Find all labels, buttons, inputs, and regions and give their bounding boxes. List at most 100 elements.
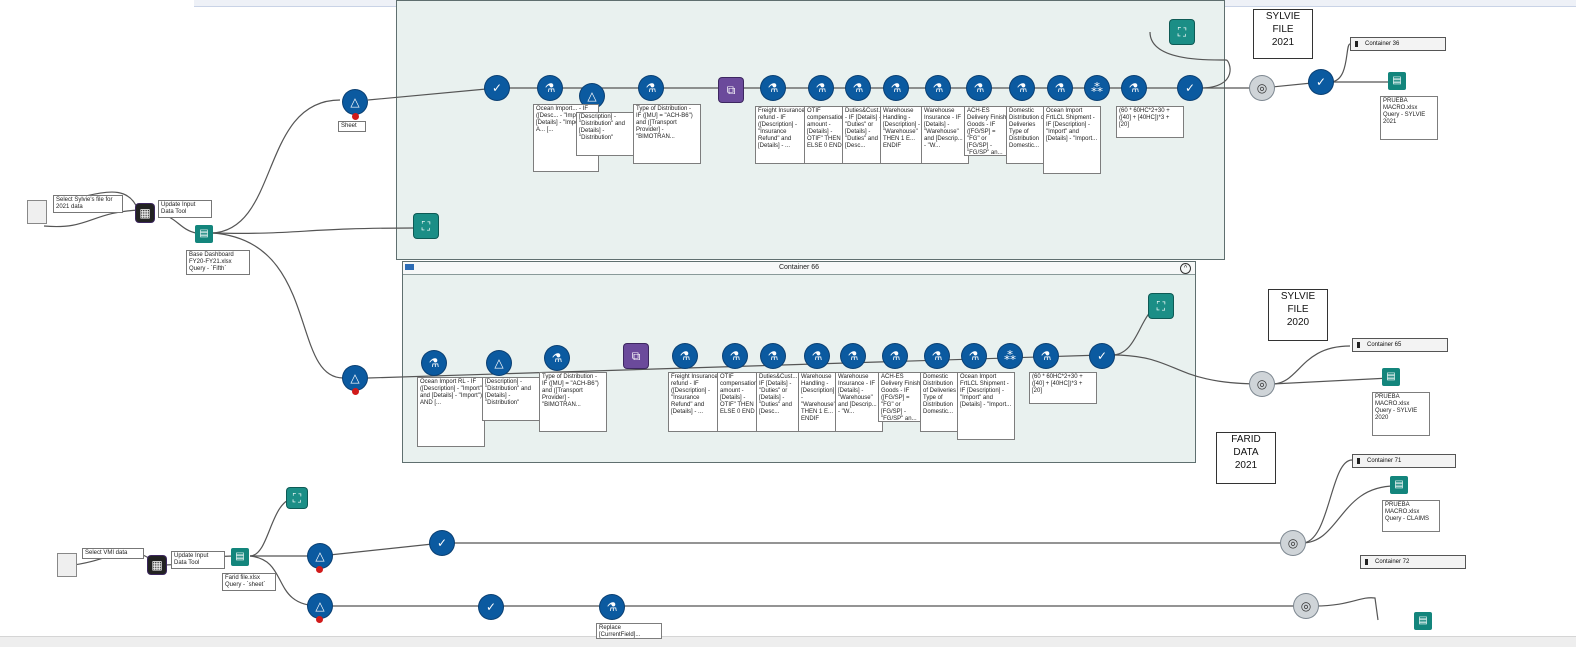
input-data-tool-sylvie[interactable] [27, 200, 47, 224]
union-tool-bottom-2[interactable]: ◎ [1294, 594, 1318, 618]
collapse-icon[interactable] [405, 264, 414, 270]
filter-tool-bottom-2[interactable]: △ [308, 594, 332, 618]
select-tool-bottom-2[interactable]: ✓ [479, 595, 503, 619]
output-tool-icon-4[interactable]: ▤ [1414, 612, 1432, 630]
output-tool-icon-3[interactable]: ▤ [1390, 476, 1408, 494]
container-66-title: Container 66 [778, 264, 820, 271]
annotation-top-9: ACH-ES Delivery Finish Goods - IF ([FG/S… [964, 106, 1012, 156]
annotation-mid-5: OTIF compensation amount - [Details] - O… [717, 372, 761, 432]
union-tool-top[interactable]: ◎ [1250, 76, 1274, 100]
formula-tool-top-10[interactable]: ⚗ [1048, 76, 1072, 100]
union-tool-mid[interactable]: ◎ [1250, 372, 1274, 396]
annotation-mid-3: Type of Distribution - IF ([MU] = "ACH-B… [539, 372, 607, 432]
container-66[interactable]: Container 66 ^ [402, 261, 1196, 463]
formula-tool-mid-8[interactable]: ⚗ [883, 344, 907, 368]
macro-update-input-icon-2[interactable]: ▦ [148, 556, 166, 574]
textbox-farid-2021: FARID DATA 2021 [1216, 432, 1276, 484]
annotation-mid-10: Domestic Distribution of Deliveries Type… [920, 372, 962, 432]
formula-tool-top-8[interactable]: ⚗ [967, 76, 991, 100]
error-indicator-icon [352, 388, 359, 395]
container-72-mini[interactable]: Container 72 [1360, 555, 1466, 569]
formula-tool-top-3[interactable]: ⚗ [761, 76, 785, 100]
container-toggle-icon[interactable]: ^ [1180, 263, 1191, 274]
output-tool-icon-1[interactable]: ▤ [1388, 72, 1406, 90]
formula-tool-mid-4[interactable]: ⚗ [723, 344, 747, 368]
formula-tool-mid-2[interactable]: ⚗ [545, 346, 569, 370]
label-select-sylvie: Select Sylvie's file for 2021 data [53, 195, 123, 213]
macro-update-input-icon-1[interactable]: ▦ [136, 204, 154, 222]
browse-tool-binoculars-icon[interactable]: ⛶ [414, 214, 438, 238]
select-tool-top[interactable]: ✓ [485, 76, 509, 100]
filter-tool-top[interactable]: △ [343, 90, 367, 114]
annotation-top-12: (60 * 60HC*2+30 + ([40] + [40HC])*3 + [2… [1116, 106, 1184, 138]
formula-tool-mid-9[interactable]: ⚗ [925, 344, 949, 368]
filter-tool-mid-2[interactable]: △ [487, 351, 511, 375]
annotation-mid-6: Duties&Cust... - IF [Details] - "Duties"… [756, 372, 804, 432]
union-tool-bottom-1[interactable]: ◎ [1281, 531, 1305, 555]
annotation-top-8: Warehouse Insurance - IF [Details] - "Wa… [921, 106, 969, 164]
label-select-vmi: Select VMI data [82, 548, 144, 559]
formula-tool-mid-3[interactable]: ⚗ [673, 344, 697, 368]
formula-tool-top-1[interactable]: ⚗ [538, 76, 562, 100]
annotation-mid-4: Freight Insurance refund - IF ([Descript… [668, 372, 722, 432]
annotation-top-11: Ocean Import FrtLCL Shipment - IF [Descr… [1043, 106, 1101, 174]
annotation-mid-12: (60 * 60HC*2+30 + ([40] + [40HC])*3 + [2… [1029, 372, 1097, 404]
annotation-mid-9: ACH-ES Delivery Finish Goods - IF ([FG/S… [878, 372, 926, 422]
label-update-input-1: Update Input Data Tool [158, 200, 212, 218]
filter-tool-bottom-1[interactable]: △ [308, 544, 332, 568]
label-update-input-2: Update Input Data Tool [171, 551, 225, 569]
browse-tool-binoculars-icon[interactable]: ⛶ [287, 488, 307, 508]
input-data-tool-vmi[interactable] [57, 553, 77, 577]
annotation-replace: Replace [CurrentField]... [596, 623, 662, 639]
formula-tool-mid-5[interactable]: ⚗ [761, 344, 785, 368]
output-label-2: PRUEBA MACRO.xlsx Query - SYLVIE 2020 [1372, 392, 1430, 436]
formula-tool-top-9[interactable]: ⚗ [1010, 76, 1034, 100]
formula-tool-mid-6[interactable]: ⚗ [805, 344, 829, 368]
formula-tool-top-4[interactable]: ⚗ [809, 76, 833, 100]
canvas-bottom-scrollbar[interactable] [0, 636, 1576, 647]
formula-tool-top-11[interactable]: ⚗ [1122, 76, 1146, 100]
formula-tool-top-7[interactable]: ⚗ [926, 76, 950, 100]
container-36-mini[interactable]: Container 36 [1350, 37, 1446, 51]
annotation-top-4: Freight Insurance refund - IF ([Descript… [755, 106, 809, 164]
formula-tool-top-5[interactable]: ⚗ [846, 76, 870, 100]
select-tool-mid[interactable]: ✓ [1090, 344, 1114, 368]
formula-tool-mid-11[interactable]: ⚗ [1034, 344, 1058, 368]
annotation-mid-8: Warehouse Insurance - IF [Details] - "Wa… [835, 372, 883, 432]
textbox-sylvie-2020: SYLVIE FILE 2020 [1268, 289, 1328, 341]
formula-tool-mid-10[interactable]: ⚗ [962, 344, 986, 368]
label-base-dashboard: Base Dashboard FY20-FY21.xlsx Query - `F… [186, 250, 250, 275]
label-farid-file: Farid file.xlsx Query - `sheet` [222, 573, 276, 591]
select-tool-bottom-1[interactable]: ✓ [430, 531, 454, 555]
annotation-top-6: Duties&Cust... - IF [Details] - "Duties"… [842, 106, 886, 164]
container-66-header[interactable]: Container 66 ^ [403, 262, 1195, 275]
select-tool-top-2[interactable]: ✓ [1178, 76, 1202, 100]
annotation-top-3: Type of Distribution - IF ([MU] = "ACH-B… [633, 104, 701, 164]
container-71-mini[interactable]: Container 71 [1352, 454, 1456, 468]
formula-tool-mid-1[interactable]: ⚗ [422, 351, 446, 375]
multi-row-tool-top[interactable]: ⧉ [719, 78, 743, 102]
base-dashboard-input-icon[interactable]: ▤ [195, 225, 213, 243]
annotation-mid-1: Ocean Import RL - IF ([Description] - "I… [417, 377, 485, 447]
formula-tool-top-6[interactable]: ⚗ [884, 76, 908, 100]
summarize-tool-mid[interactable]: ⁂ [998, 344, 1022, 368]
summarize-tool-top[interactable]: ⁂ [1085, 76, 1109, 100]
filter-tool-mid[interactable]: △ [343, 366, 367, 390]
output-label-3: PRUEBA MACRO.xlsx Query - CLAIMS [1382, 500, 1440, 532]
container-65-mini[interactable]: Container 65 [1352, 338, 1448, 352]
annotation-top-7: Warehouse Handling - [Description] - "Wa… [880, 106, 926, 164]
error-indicator-icon [352, 113, 359, 120]
select-tool-right-top[interactable]: ✓ [1309, 70, 1333, 94]
error-indicator-icon [316, 616, 323, 623]
formula-tool-top-2[interactable]: ⚗ [639, 76, 663, 100]
multi-row-tool-mid[interactable]: ⧉ [624, 344, 648, 368]
browse-tool-binoculars-icon[interactable]: ⛶ [1170, 20, 1194, 44]
multi-field-formula-tool[interactable]: ⚗ [600, 595, 624, 619]
error-indicator-icon [316, 566, 323, 573]
farid-file-input-icon[interactable]: ▤ [231, 548, 249, 566]
annotation-mid-7: Warehouse Handling - [Description] - "Wa… [798, 372, 840, 432]
browse-tool-binoculars-icon[interactable]: ⛶ [1149, 294, 1173, 318]
formula-tool-mid-7[interactable]: ⚗ [841, 344, 865, 368]
output-tool-icon-2[interactable]: ▤ [1382, 368, 1400, 386]
annotation-mid-11: Ocean Import FrtLCL Shipment - IF [Descr… [957, 372, 1015, 440]
